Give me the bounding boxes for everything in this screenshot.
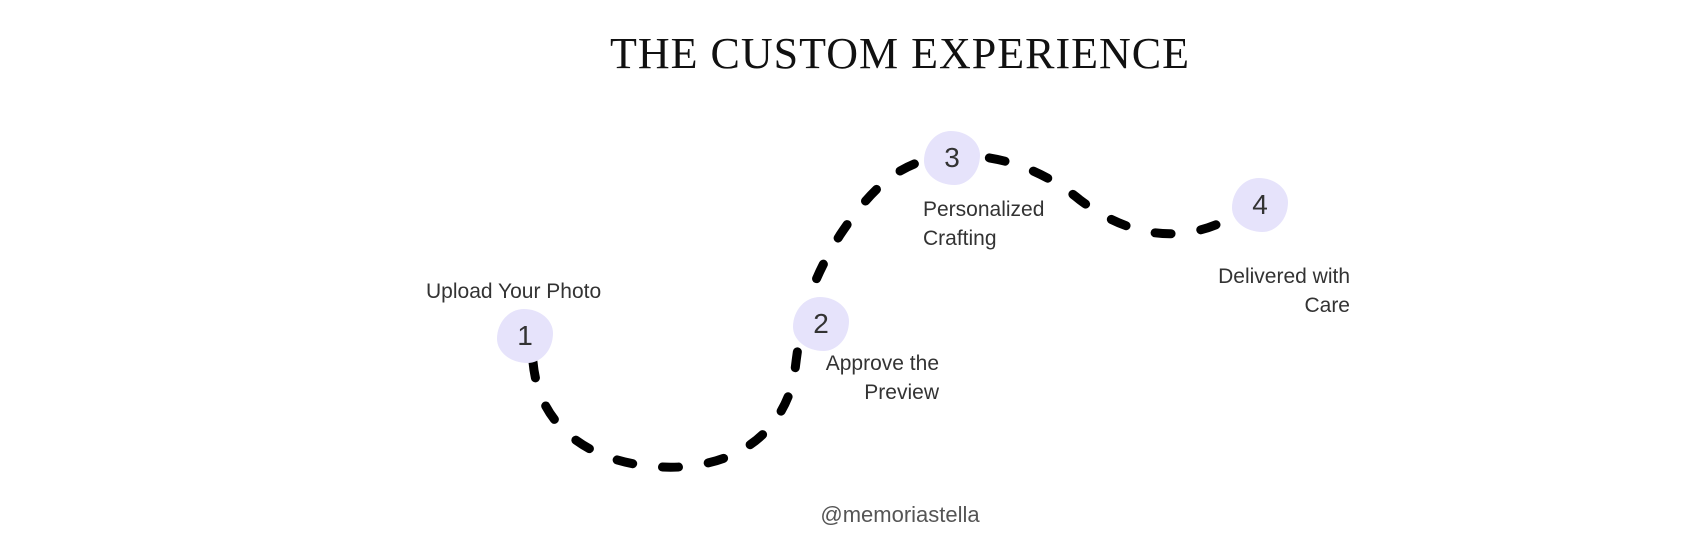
step-4-number: 4 [1252,189,1268,220]
step-2-number: 2 [813,308,829,339]
footer-handle: @memoriastella [820,502,980,527]
step-2-badge: 2 [793,297,849,351]
step-2-label-line-1: Approve the [825,352,939,375]
step-4-label: Delivered with Care [1218,262,1350,320]
step-1-label-line-1: Upload Your Photo [426,280,602,303]
step-3-label-line-1: Personalized [923,198,1045,221]
step-1-label: Upload Your Photo [426,277,601,306]
step-4-label-line-2: Care [1304,294,1350,317]
step-1-badge: 1 [497,309,553,363]
step-2-label-line-2: Preview [864,381,939,404]
step-2-label: Approve the Preview [826,349,939,407]
step-4-label-line-1: Delivered with [1218,265,1350,288]
step-4-badge: 4 [1232,178,1288,232]
step-3-number: 3 [944,142,960,173]
step-3-badge: 3 [924,131,980,185]
journey-path [528,151,1255,472]
step-1-number: 1 [517,320,533,351]
step-3-label-line-2: Crafting [923,227,997,250]
step-3-label: Personalized Crafting [923,195,1044,253]
page-title: THE CUSTOM EXPERIENCE [610,29,1190,78]
